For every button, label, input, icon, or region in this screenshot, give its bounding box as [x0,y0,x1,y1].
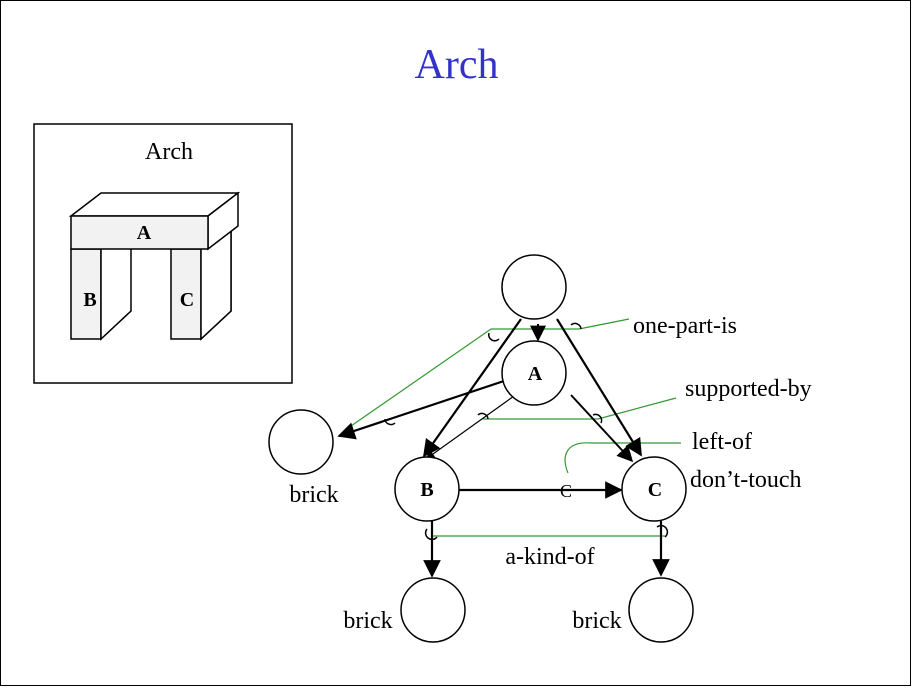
edge-a-to-b [425,395,515,460]
edge-hook-marks [384,322,669,541]
node-b [394,456,460,522]
edge-a-to-c [570,394,634,463]
label-one-part-is: one-part-is [633,313,737,339]
node-b-label: B [420,479,433,501]
relation-lines [350,318,681,537]
label-dont-touch: don’t-touch [690,467,802,493]
node-c-label: C [648,479,662,501]
label-supported-by: supported-by [685,376,812,402]
brick-bottom-right-label: brick [572,608,621,634]
node-brick-bottom-left [400,577,466,643]
edge-top-to-b [422,318,522,458]
inset-block-a-label: A [137,222,152,244]
inset-caption: Arch [145,139,193,165]
inset-block-b-label: B [83,289,96,311]
edge-b-c-marker: C [560,481,572,501]
edge-top-to-c [556,318,642,457]
graph-nodes [268,254,694,643]
node-c [621,456,687,522]
node-a-label: A [528,363,543,385]
node-a [501,340,567,406]
arch-illustration: Arch A B C [33,123,293,384]
label-a-kind-of: a-kind-of [505,544,594,570]
node-top [501,254,567,320]
graph-edges [337,318,670,578]
brick-bottom-left-label: brick [343,608,392,634]
inset-block-c-label: C [180,289,194,311]
brick-left-label: brick [289,482,338,508]
node-brick-bottom-right [628,577,694,643]
edge-a-to-brick [337,379,505,440]
label-left-of: left-of [692,429,752,455]
node-brick-left [268,409,334,475]
slide-title: Arch [414,42,499,88]
